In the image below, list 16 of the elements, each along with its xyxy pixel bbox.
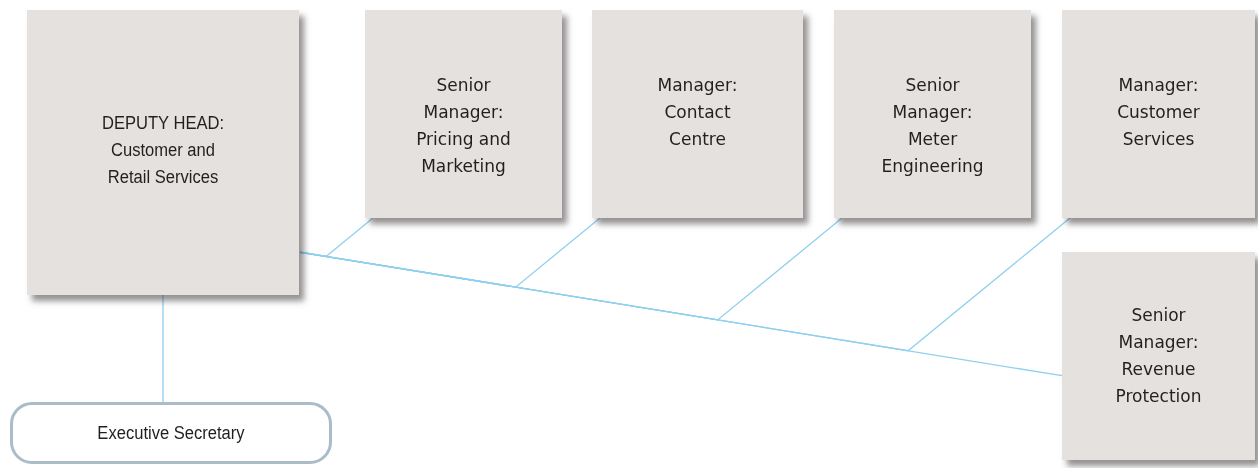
role-box: [1062, 10, 1255, 218]
role-box: [834, 10, 1031, 218]
role-title: Senior Manager: Pricing and Marketing: [415, 74, 512, 178]
role-title: DEPUTY HEAD: Customer and Retail Services: [100, 112, 226, 189]
role-title: Senior Manager: Meter Engineering: [880, 74, 985, 178]
role-title: Executive Secretary: [96, 421, 246, 445]
connector-line: [299, 251, 1063, 377]
role-pill: [10, 402, 332, 464]
role-title: Manager: Contact Centre: [656, 74, 739, 151]
role-box: [1062, 252, 1255, 460]
role-title: Manager: Customer Services: [1116, 74, 1201, 151]
role-box: [27, 10, 299, 295]
connector-line: [162, 294, 164, 403]
role-box: [365, 10, 562, 218]
role-title: Senior Manager: Revenue Protection: [1114, 304, 1203, 408]
role-box: [592, 10, 803, 218]
